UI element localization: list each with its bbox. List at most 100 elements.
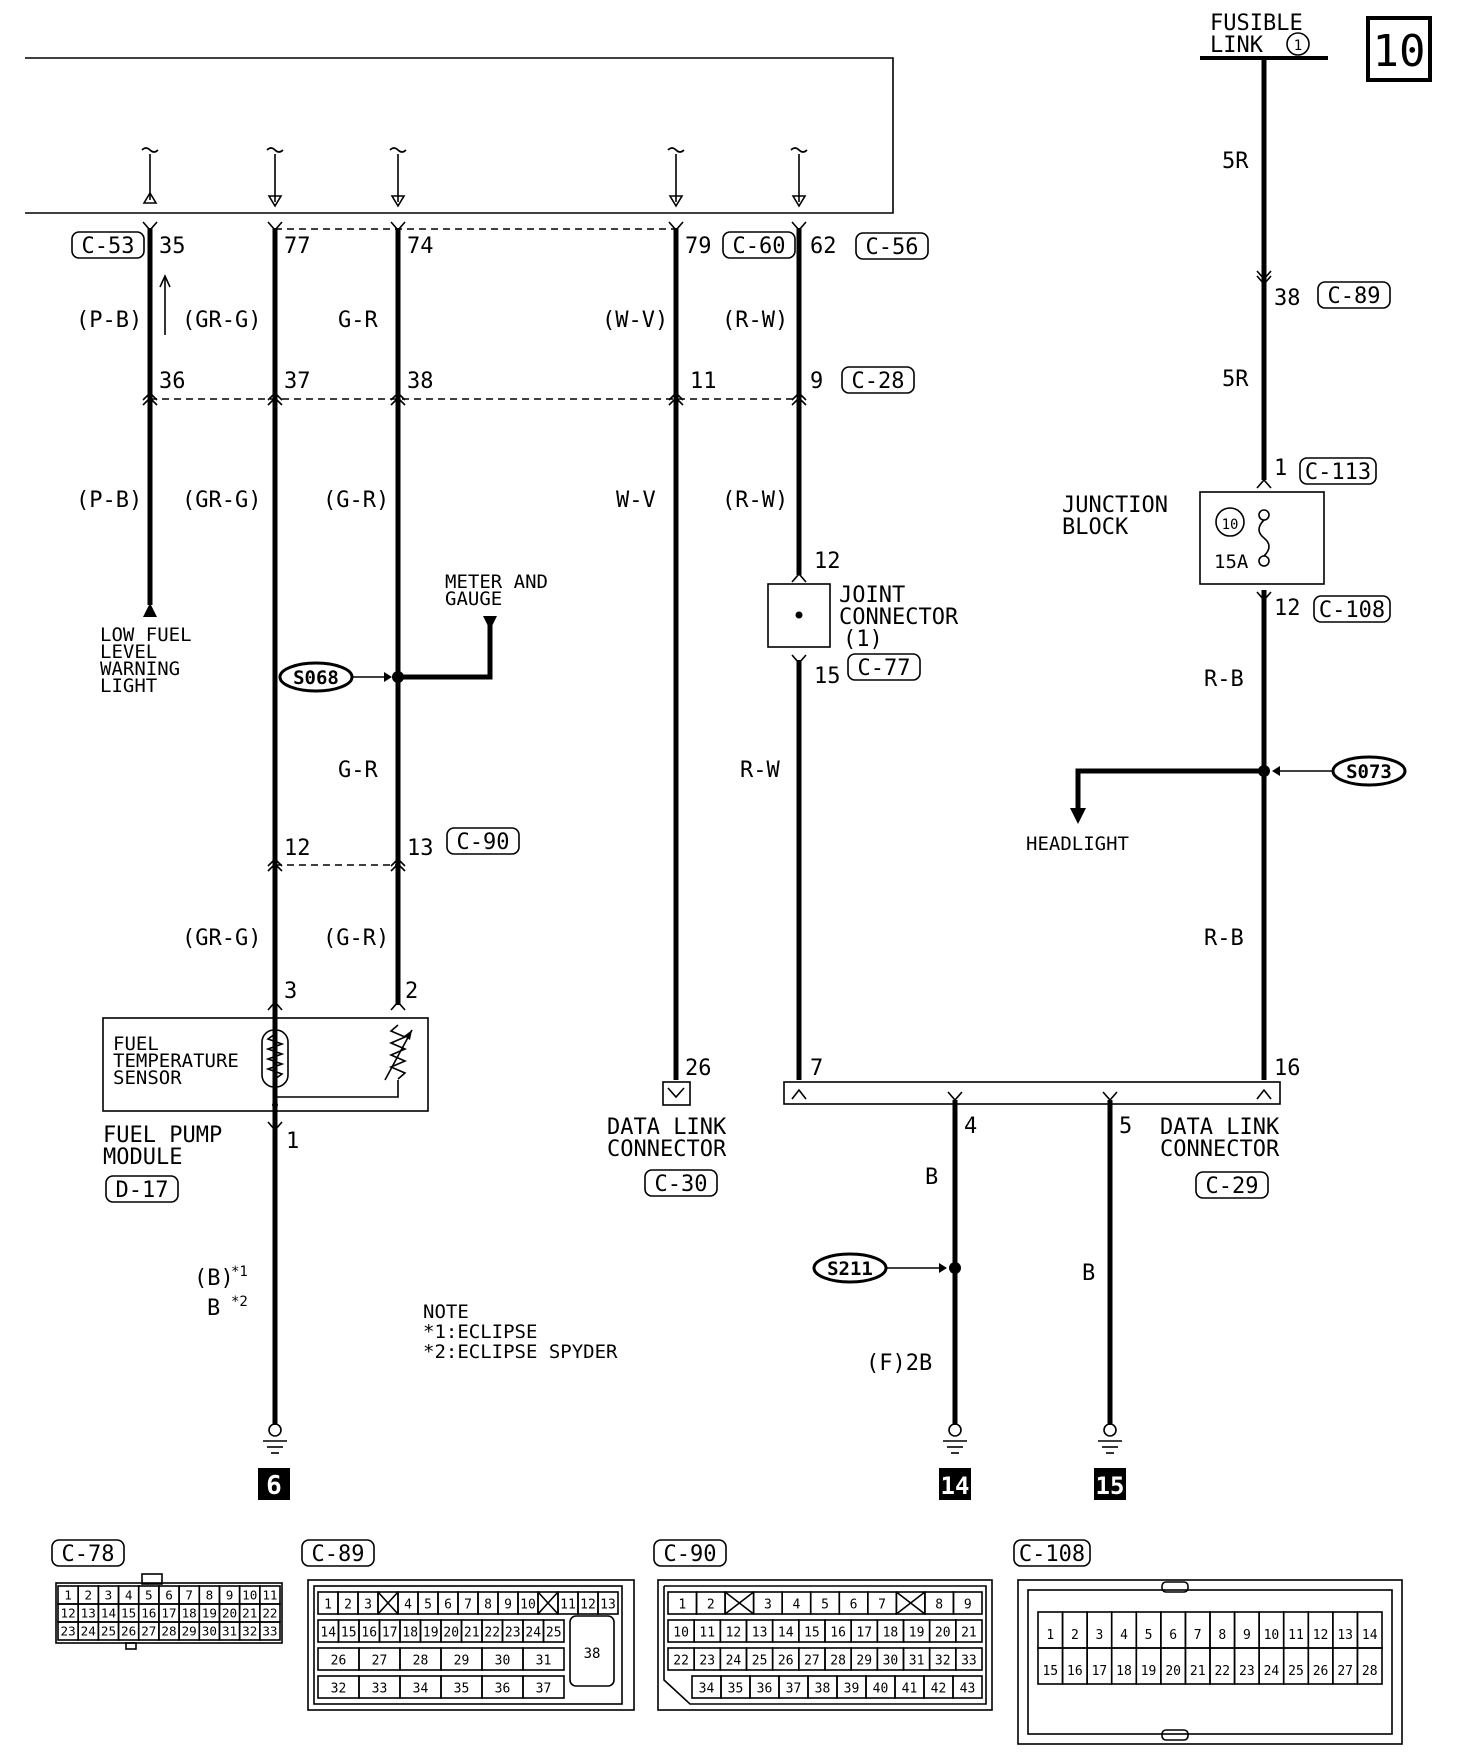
connector-dashes <box>150 228 799 866</box>
face-pin-label: 27 <box>804 1654 820 1669</box>
wire-label-f2b: (F)2B <box>866 1351 932 1376</box>
wire-label-pb-2: (P-B) <box>76 488 142 513</box>
face-pin-cell <box>597 1591 619 1615</box>
face-pin-label: 27 <box>141 1624 156 1639</box>
face-pin-label: 24 <box>726 1654 742 1669</box>
pin-74: 74 <box>407 234 434 259</box>
face-pin-label: 12 <box>726 1626 742 1641</box>
page-number-box: 10 <box>1366 16 1432 82</box>
face-pin-label: 25 <box>752 1654 768 1669</box>
pin-13-c90: 13 <box>407 836 434 861</box>
pin-12-joint: 12 <box>814 549 841 574</box>
wire-label-gr-3: G-R <box>338 758 378 783</box>
wire-label-star2: *2 <box>231 1294 248 1310</box>
fusible-link-label-2: LINK <box>1210 33 1264 58</box>
face-pin-cell <box>542 1619 565 1643</box>
tag-c30: C-30 <box>655 1172 708 1197</box>
face-pin-label: 22 <box>1214 1664 1230 1679</box>
wire-label-rw-3: R-W <box>740 758 780 783</box>
wire-headlight-branch <box>1075 768 1264 810</box>
ground-6: 6 <box>266 1471 282 1501</box>
dlc-left-label-1: DATA LINK <box>607 1115 727 1140</box>
joint-label-2: CONNECTOR <box>839 605 959 630</box>
face-pin-cell <box>1356 1647 1383 1685</box>
face-pin-label: 25 <box>546 1626 562 1641</box>
pin-38: 38 <box>407 369 434 394</box>
face-pin-label: 5 <box>424 1598 432 1613</box>
face-pin-label: 16 <box>141 1606 156 1621</box>
face-pin-label: 23 <box>699 1654 715 1669</box>
face-pin-label: 35 <box>454 1682 470 1697</box>
face-pin-label: 30 <box>202 1624 217 1639</box>
face-pin-label: 9 <box>1243 1628 1251 1643</box>
wire-label-gr-2: (G-R) <box>323 488 389 513</box>
low-fuel-label-1: LOW FUEL <box>100 624 192 646</box>
pin-26: 26 <box>685 1056 712 1081</box>
face-pin-label: 27 <box>1337 1664 1353 1679</box>
note-line-1: *1:ECLIPSE <box>423 1321 537 1343</box>
face-pin-label: 15 <box>1042 1664 1058 1679</box>
ground-14: 14 <box>941 1472 970 1500</box>
face-pin-label: 25 <box>1288 1664 1304 1679</box>
pin-38-c89: 38 <box>1274 286 1301 311</box>
face-pin-label: 14 <box>1362 1628 1378 1643</box>
face-pin-label: 4 <box>1120 1628 1128 1643</box>
tag-c29: C-29 <box>1206 1174 1259 1199</box>
wire-label-b-plain: B <box>207 1296 220 1321</box>
fusible-link: FUSIBLE LINK 1 <box>1200 11 1328 60</box>
face-pin-label: 15 <box>804 1626 820 1641</box>
face-pin-label: 1 <box>1046 1628 1054 1643</box>
face-pin-label: 18 <box>883 1626 899 1641</box>
fuel-pump-module <box>102 1017 429 1112</box>
wire-label-star1: *1 <box>231 1264 248 1280</box>
wire-label-rb-2: R-B <box>1204 926 1244 951</box>
ground-15: 15 <box>1096 1472 1125 1500</box>
face-pin-label: 31 <box>222 1624 237 1639</box>
pin-11: 11 <box>690 369 717 394</box>
pin-7: 7 <box>810 1056 823 1081</box>
face-pin-cell <box>259 1621 281 1641</box>
joint-connector <box>767 583 831 648</box>
face-title-c108: C-108 <box>1019 1542 1085 1567</box>
face-pin-label: 4 <box>125 1588 133 1603</box>
face-pin-label: 9 <box>504 1598 512 1613</box>
pin-3: 3 <box>284 979 297 1004</box>
face-pin-label: 10 <box>673 1626 689 1641</box>
face-pin-label: 18 <box>1116 1664 1132 1679</box>
face-title-c89: C-89 <box>312 1542 365 1567</box>
face-pin-label: 5 <box>1145 1628 1153 1643</box>
wire-label-rb-1: R-B <box>1204 667 1244 692</box>
face-pin-label: 3 <box>1096 1628 1104 1643</box>
wires <box>143 58 1267 1425</box>
face-pin-label: 5 <box>821 1598 829 1613</box>
wire-label-gr-1: G-R <box>338 308 378 333</box>
face-pin-label: 28 <box>161 1624 176 1639</box>
splice-s073: S073 <box>1346 761 1392 783</box>
face-pin-blank <box>537 1591 559 1615</box>
face-pin-label: 17 <box>161 1606 176 1621</box>
face-pin-label: 13 <box>752 1626 768 1641</box>
pin-15-joint: 15 <box>814 664 841 689</box>
face-pin-label: 3 <box>105 1588 113 1603</box>
face-pin-label: 37 <box>536 1682 552 1697</box>
face-pin-cell <box>955 1647 983 1671</box>
pin-4: 4 <box>964 1114 977 1139</box>
face-pin-label: 6 <box>444 1598 452 1613</box>
fuse-amp: 15A <box>1214 551 1249 573</box>
face-pin-label: 34 <box>413 1682 429 1697</box>
face-pin-label: 1 <box>678 1598 686 1613</box>
tag-c28: C-28 <box>852 369 905 394</box>
face-pin-label: 17 <box>856 1626 872 1641</box>
junction-label-1: JUNCTION <box>1062 493 1168 518</box>
low-fuel-label-4: LIGHT <box>100 675 157 697</box>
face-pin-label: 12 <box>580 1598 596 1613</box>
pin-12-c108: 12 <box>1274 596 1301 621</box>
face-pin-label: 34 <box>699 1682 715 1697</box>
face-pin-label: 26 <box>1313 1664 1329 1679</box>
face-pin-label: 10 <box>520 1598 536 1613</box>
face-pin-label: 20 <box>443 1626 459 1641</box>
wire-label-5r-1: 5R <box>1222 149 1249 174</box>
face-pin-label: 35 <box>728 1682 744 1697</box>
